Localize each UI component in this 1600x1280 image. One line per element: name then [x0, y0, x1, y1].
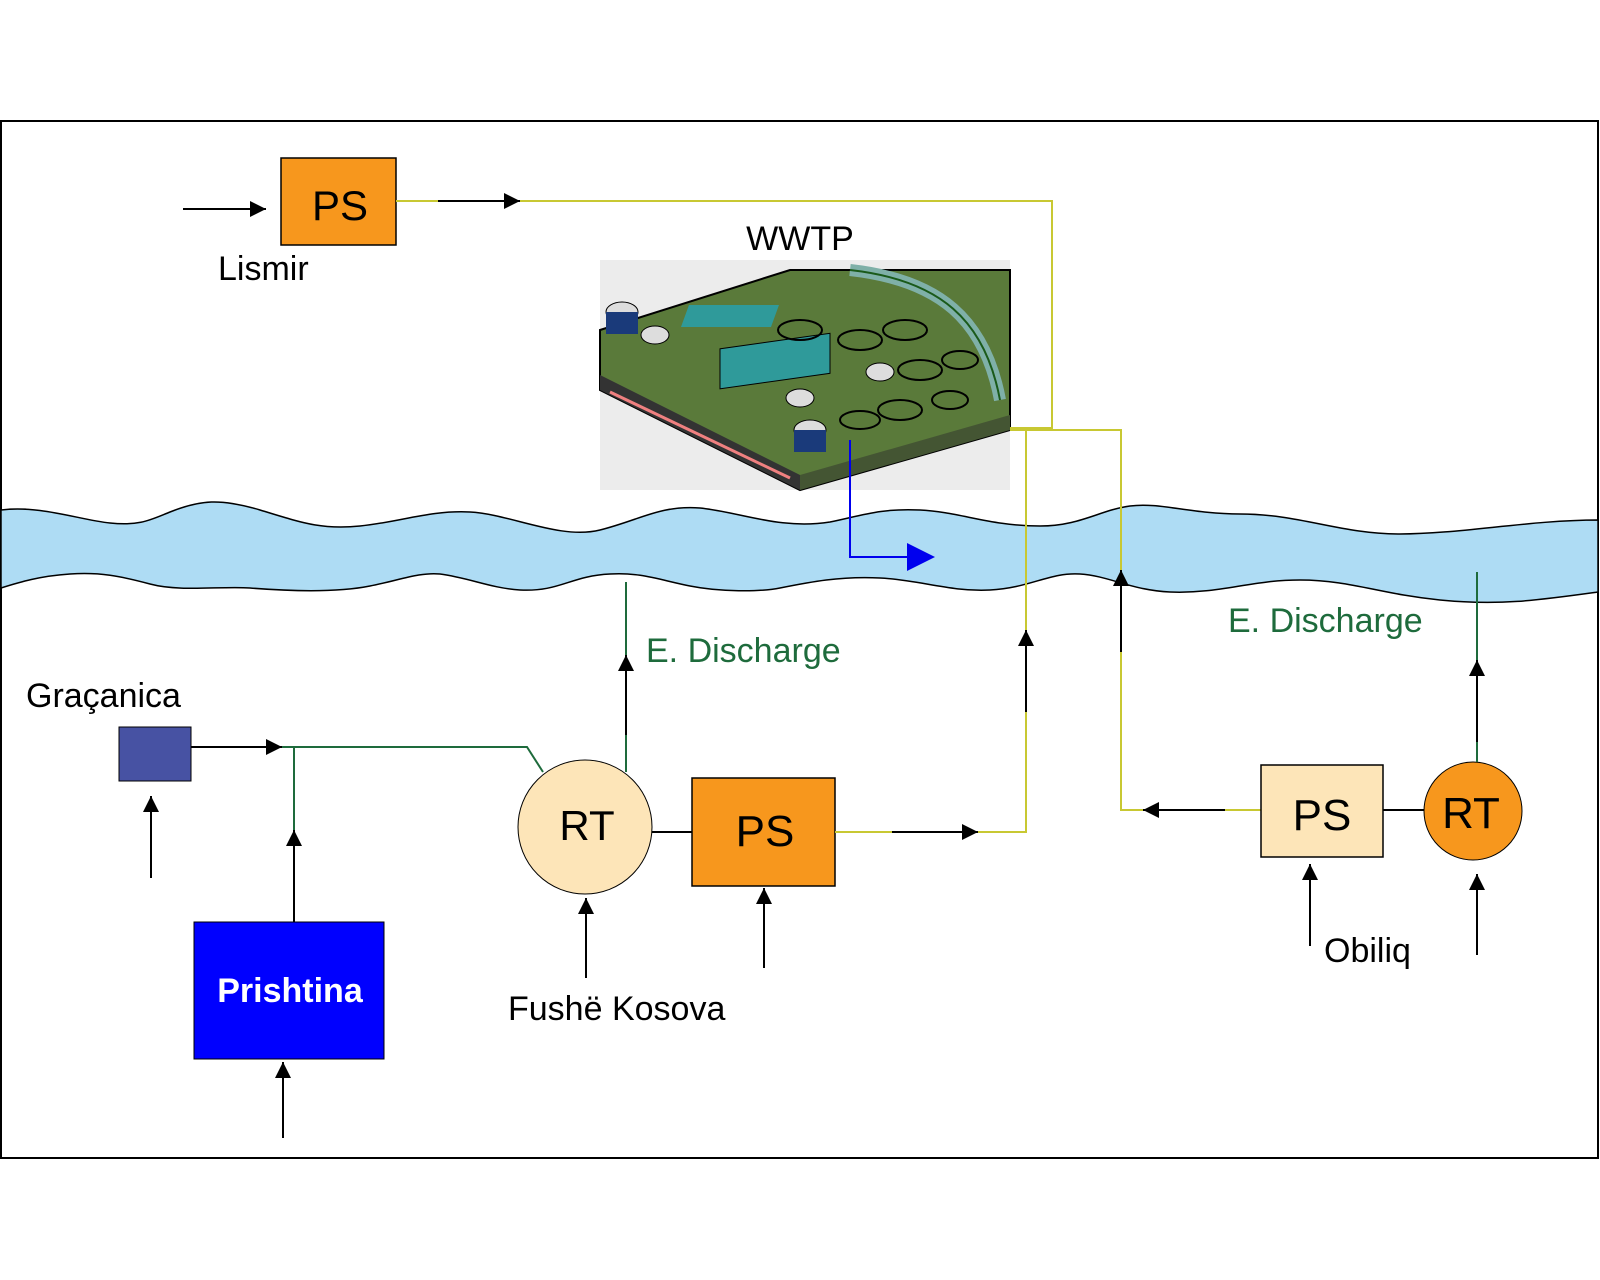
prishtina-label: Prishtina: [217, 972, 364, 1010]
gracanica-node: [118, 726, 192, 782]
wwtp-label: WWTP: [746, 220, 854, 258]
wwtp-effluent-arrowhead: [907, 543, 935, 571]
fk-ps-label: PS: [736, 807, 795, 856]
fk-place-label: Fushë Kosova: [508, 990, 725, 1028]
obiliq-discharge-label: E. Discharge: [1228, 602, 1423, 640]
fk-pump-station: [691, 777, 836, 887]
obiliq-pump-station: [1260, 764, 1384, 858]
fk-discharge-label: E. Discharge: [646, 632, 841, 670]
obiliq-retention-tank: [1423, 761, 1523, 861]
obiliq-rt-label: RT: [1442, 789, 1500, 838]
wwtp-plant-image: [599, 260, 1011, 492]
river: [0, 501, 1599, 604]
lismir-pump-station: [280, 157, 397, 246]
obiliq-ps-label: PS: [1293, 791, 1352, 840]
fk-rt-label: RT: [559, 802, 614, 849]
fk-retention-tank: [517, 759, 653, 895]
wwtp-effluent-line: [849, 440, 915, 558]
gracanica-to-rt-pipe: [282, 746, 544, 773]
obiliq-place-label: Obiliq: [1324, 932, 1411, 970]
gracanica-place-label: Graçanica: [26, 677, 181, 715]
lismir-ps-label: PS: [312, 182, 368, 229]
lismir-to-wwtp-pipe: [520, 200, 1053, 429]
lismir-place-label: Lismir: [218, 250, 309, 288]
prishtina-node: [193, 921, 385, 1060]
